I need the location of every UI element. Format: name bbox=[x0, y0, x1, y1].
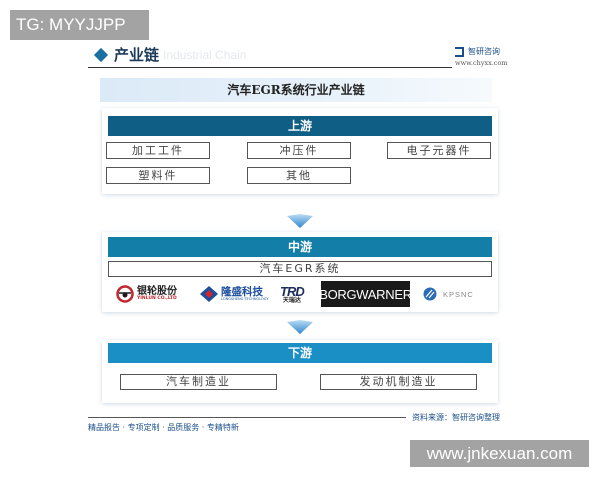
upstream-item: 塑料件 bbox=[106, 167, 210, 184]
brand-name: 智研咨询 bbox=[468, 47, 500, 56]
company-logos: 银轮股份 YINLUN CO.,LTD 隆盛科技 LONGSHENG TECHN… bbox=[108, 281, 492, 307]
ghost-subtitle: Industrial Chain bbox=[163, 47, 247, 62]
logo-borgwarner: BORGWARNER bbox=[319, 281, 412, 307]
company-sub: YINLUN CO.,LTD bbox=[137, 295, 177, 301]
downstream-item: 发动机制造业 bbox=[320, 374, 477, 390]
company-name: 银轮股份 bbox=[137, 285, 177, 297]
company-name: TRD bbox=[280, 283, 305, 299]
upstream-item: 冲压件 bbox=[247, 142, 351, 159]
watermark-badge-tg: TG: MYYJJPP bbox=[10, 10, 149, 40]
downstream-header: 下游 bbox=[108, 343, 492, 363]
company-name: 隆盛科技 bbox=[221, 286, 263, 298]
diamond-icon bbox=[93, 47, 109, 62]
logo-longsheng: 隆盛科技 LONGSHENG TECHNOLOGY bbox=[200, 281, 268, 307]
footer-slogan: 精品报告 · 专项定制 · 品质服务 · 专精特新 bbox=[88, 423, 239, 432]
upstream-section: 上游 加工工件 冲压件 电子元器件 塑料件 其他 bbox=[102, 108, 498, 194]
upstream-header: 上游 bbox=[108, 116, 492, 136]
logo-yinlun: 银轮股份 YINLUN CO.,LTD bbox=[116, 281, 177, 307]
company-name: KPSNC bbox=[443, 289, 474, 299]
downstream-section: 下游 汽车制造业 发动机制造业 bbox=[102, 340, 498, 403]
company-name: BORGWARNER bbox=[319, 286, 412, 302]
footer-source: 资料来源：智研咨询整理 bbox=[412, 413, 500, 422]
page-title: 产业链 Industrial Chain bbox=[88, 44, 246, 65]
longsheng-diamond-icon bbox=[200, 286, 218, 302]
company-sub: 天瑞达 bbox=[282, 296, 301, 304]
logo-trd: TRD 天瑞达 bbox=[280, 281, 305, 307]
midstream-product: 汽车EGR系统 bbox=[108, 261, 492, 277]
diagram-title: 汽车EGR系统行业产业链 bbox=[100, 78, 492, 102]
watermark-badge-url: www.jnkexuan.com bbox=[410, 440, 589, 467]
page-header: 产业链 Industrial Chain bbox=[88, 40, 512, 68]
brand-url: www.chyxx.com bbox=[455, 59, 508, 67]
down-arrow-icon bbox=[287, 214, 313, 228]
footer-divider bbox=[88, 417, 406, 418]
brand-block: 智研咨询 www.chyxx.com bbox=[455, 46, 515, 67]
down-arrow-icon bbox=[287, 320, 313, 334]
midstream-section: 中游 汽车EGR系统 银轮股份 YINLUN CO.,LTD 隆盛科技 LONG… bbox=[102, 232, 498, 312]
upstream-item: 电子元器件 bbox=[387, 142, 491, 159]
kpsnc-globe-icon bbox=[423, 287, 437, 301]
upstream-item: 其他 bbox=[247, 167, 351, 184]
header-divider bbox=[88, 67, 452, 68]
logo-kpsnc: KPSNC bbox=[423, 281, 474, 307]
downstream-item: 汽车制造业 bbox=[120, 374, 277, 390]
page-title-text: 产业链 bbox=[114, 46, 160, 64]
brand-logo-icon bbox=[455, 46, 464, 57]
upstream-item: 加工工件 bbox=[106, 142, 210, 159]
midstream-header: 中游 bbox=[108, 237, 492, 257]
company-sub: LONGSHENG TECHNOLOGY bbox=[221, 296, 269, 301]
yinlun-wheel-icon bbox=[116, 285, 134, 303]
